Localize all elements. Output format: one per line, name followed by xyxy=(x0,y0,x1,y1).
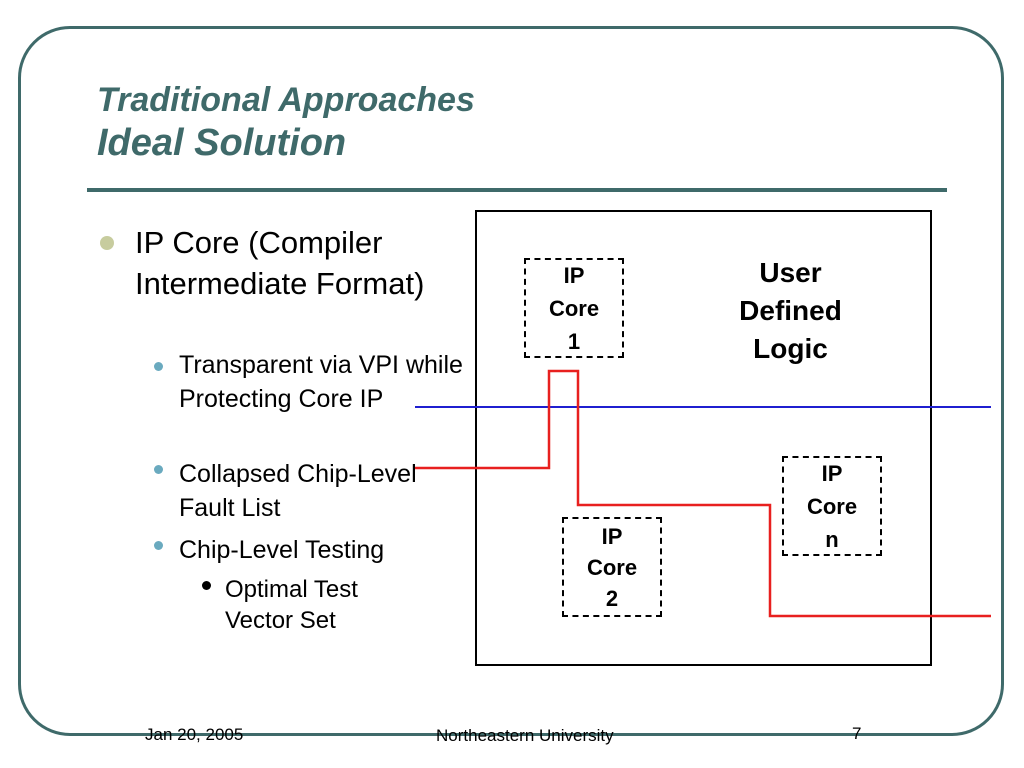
sub-bullet-1: Transparent via VPI while Protecting Cor… xyxy=(179,351,463,413)
title-line-2: Ideal Solution xyxy=(97,122,347,164)
udl-line-2: Defined xyxy=(739,295,842,326)
footer-page-number: 7 xyxy=(852,724,862,743)
footer-organization: Northeastern University xyxy=(436,726,614,745)
sub-bullet-2: Collapsed Chip-Level Fault List xyxy=(179,460,417,522)
ip-core-2: IP Core 2 xyxy=(562,517,662,617)
footer-date: Jan 20, 2005 xyxy=(145,725,244,744)
core1-line-2: Core xyxy=(548,295,600,321)
sub-bullet-dot xyxy=(154,362,163,371)
core2-line-3: 2 xyxy=(605,585,619,611)
udl-line-3: Logic xyxy=(753,333,828,364)
sub-bullet-dot xyxy=(154,541,163,550)
user-defined-logic-label: User Defined Logic xyxy=(718,254,863,368)
udl-line-1: User xyxy=(759,257,822,288)
bullet-dot xyxy=(100,236,114,250)
ip-core-1: IP Core 1 xyxy=(524,258,624,358)
coren-line-1: IP xyxy=(821,460,843,486)
sub-sub-bullet-1: Optimal Test Vector Set xyxy=(225,576,358,634)
core2-line-1: IP xyxy=(601,523,623,549)
coren-line-3: n xyxy=(825,526,839,552)
core1-line-1: IP xyxy=(563,262,585,288)
red-signal-path xyxy=(415,369,991,618)
core2-line-2: Core xyxy=(586,554,638,580)
coren-line-2: Core xyxy=(806,493,858,519)
core1-line-3: 1 xyxy=(567,328,581,354)
title-line-1: Traditional Approaches xyxy=(97,81,475,119)
sub-sub-bullet-dot xyxy=(202,581,211,590)
sub-bullet-3: Chip-Level Testing xyxy=(179,536,385,564)
ip-core-n: IP Core n xyxy=(782,456,882,556)
slide-title: Traditional Approaches Ideal Solution xyxy=(97,80,475,166)
title-rule xyxy=(87,188,947,192)
sub-bullet-dot xyxy=(154,465,163,474)
bullet-main: IP Core (Compiler Intermediate Format) xyxy=(135,225,425,301)
user-defined-logic-box xyxy=(475,210,932,666)
slide-frame xyxy=(18,26,1004,736)
